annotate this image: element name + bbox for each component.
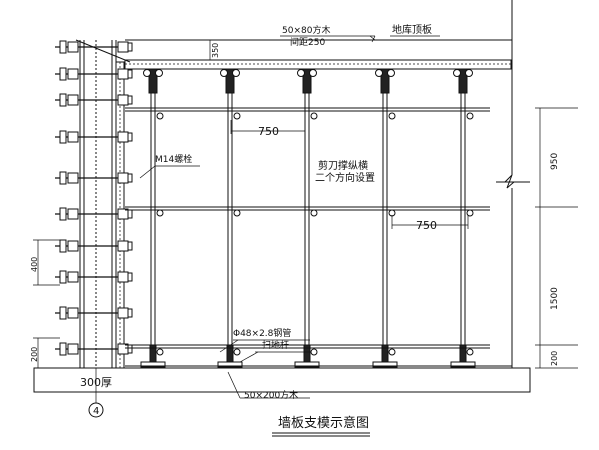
roof-slab-label: 地库顶板 — [392, 23, 432, 36]
bolt-icon — [55, 67, 133, 81]
diagram-title: 墙板支模示意图 — [278, 415, 369, 431]
dim-200-right: 200 — [550, 351, 559, 366]
steel-post — [372, 68, 398, 368]
wall-formwork — [55, 39, 133, 369]
spacing-label: 间距250 — [290, 36, 325, 48]
bolt-icon — [55, 40, 133, 54]
right-dimensions — [496, 40, 578, 369]
ledgers — [125, 107, 490, 349]
dim-750-mid: 750 — [416, 219, 437, 232]
bolt-icon — [55, 130, 133, 144]
bolt-icon — [55, 239, 133, 253]
base-timber-label: 50×200方木 — [244, 389, 298, 401]
bracing-label-2: 二个方向设置 — [315, 171, 375, 184]
axis-bubble — [88, 402, 104, 418]
steel-post — [294, 68, 320, 368]
slab-timber-label: 50×80方木 — [282, 24, 330, 36]
bolt-label: M14螺栓 — [155, 153, 192, 165]
axis-label: 4 — [93, 406, 99, 417]
dim-750-top-group — [230, 120, 306, 134]
steel-post — [140, 68, 166, 368]
dim-750-mid-group — [391, 215, 469, 229]
left-dimensions — [33, 239, 60, 368]
dim-750-top: 750 — [258, 125, 279, 138]
bolt-icon — [55, 93, 133, 107]
bolt-icon — [55, 207, 133, 221]
dim-400: 400 — [30, 257, 39, 272]
dim-200-left: 200 — [30, 347, 39, 362]
steel-posts — [140, 68, 476, 368]
roof-slab — [124, 0, 513, 70]
dim-350: 350 — [211, 43, 220, 58]
sweeping-rod-label: 扫地杆 — [262, 339, 289, 351]
bracing-label: 剪刀撑纵横 — [318, 159, 368, 172]
steel-post — [217, 68, 243, 368]
bolt-icon — [55, 171, 133, 185]
dim-1500: 1500 — [550, 287, 560, 310]
steel-pipe-label: Φ48×2.8钢管 — [233, 327, 291, 339]
bolt-icon — [55, 270, 133, 284]
base-slab — [33, 365, 531, 393]
bolt-icon — [55, 306, 133, 320]
dim-950: 950 — [550, 153, 560, 170]
bolt-icon — [55, 342, 133, 356]
steel-post — [450, 68, 476, 368]
